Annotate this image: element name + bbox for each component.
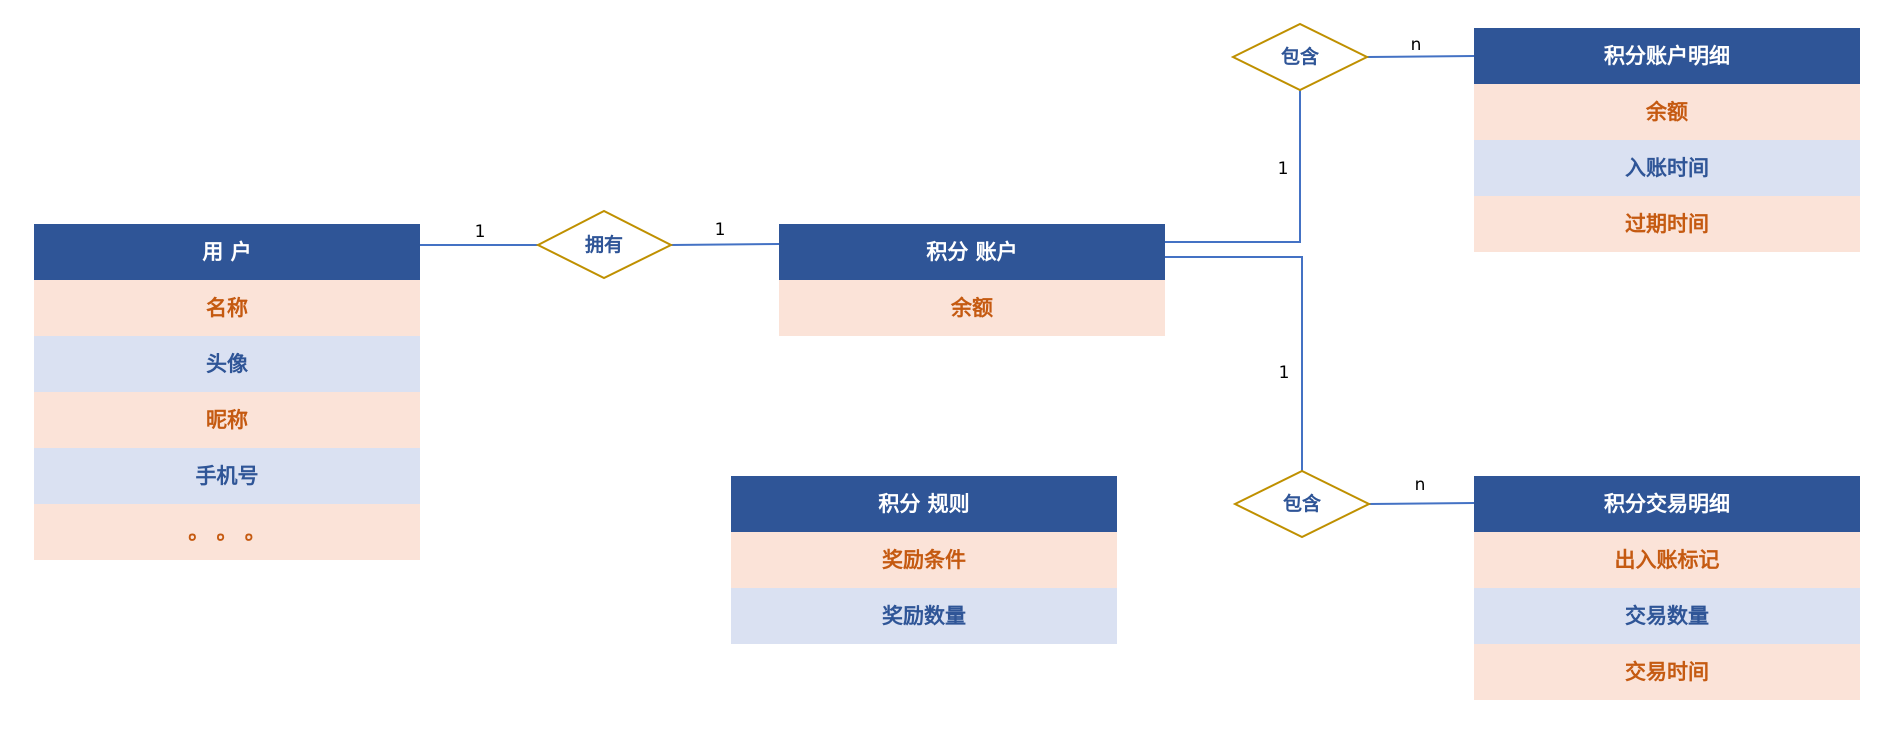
relationship-contains-top-diamond <box>1230 22 1370 92</box>
relationship-contains-bottom-diamond <box>1232 469 1372 539</box>
user-field-more: 。 。 。 <box>34 504 420 560</box>
user-field-phone: 手机号 <box>34 448 420 504</box>
user-field-nickname: 昵称 <box>34 392 420 448</box>
points-rule-field-amount: 奖励数量 <box>731 588 1117 644</box>
relationship-owns-diamond <box>535 209 674 280</box>
entity-account-detail-title: 积分账户明细 <box>1474 28 1860 84</box>
account-detail-field-entry-time: 入账时间 <box>1474 140 1860 196</box>
connector-account-contains-bottom <box>1164 256 1303 471</box>
entity-user-title: 用 户 <box>34 224 420 280</box>
entity-points-rule: 积分 规则 奖励条件 奖励数量 <box>731 476 1117 644</box>
points-account-field-balance: 余额 <box>779 280 1165 336</box>
connector-contains-bottom-detail <box>1368 502 1475 505</box>
relationship-contains-transaction-detail: 包含 <box>1232 469 1372 539</box>
entity-transaction-detail-title: 积分交易明细 <box>1474 476 1860 532</box>
relationship-contains-account-detail: 包含 <box>1230 22 1370 92</box>
relationship-contains-top-label: 包含 <box>1281 45 1320 68</box>
entity-points-account-title: 积分 账户 <box>779 224 1165 280</box>
transaction-detail-field-flag: 出入账标记 <box>1474 532 1860 588</box>
entity-points-account: 积分 账户 余额 <box>779 224 1165 336</box>
transaction-detail-field-time: 交易时间 <box>1474 644 1860 700</box>
cardinality-owns-account: 1 <box>715 220 726 240</box>
connector-account-contains-top <box>1164 90 1301 243</box>
cardinality-top-detail: n <box>1411 35 1422 55</box>
account-detail-field-expiry-time: 过期时间 <box>1474 196 1860 252</box>
entity-transaction-detail: 积分交易明细 出入账标记 交易数量 交易时间 <box>1474 476 1860 700</box>
connector-owns-account <box>670 243 780 246</box>
entity-account-detail: 积分账户明细 余额 入账时间 过期时间 <box>1474 28 1860 252</box>
points-rule-field-condition: 奖励条件 <box>731 532 1117 588</box>
relationship-contains-bottom-label: 包含 <box>1283 492 1322 515</box>
cardinality-account-top: 1 <box>1278 159 1289 179</box>
relationship-owns: 拥有 <box>535 209 674 280</box>
cardinality-user-owns: 1 <box>475 222 486 242</box>
cardinality-account-bottom: 1 <box>1279 363 1290 383</box>
account-detail-field-balance: 余额 <box>1474 84 1860 140</box>
entity-user: 用 户 名称 头像 昵称 手机号 。 。 。 <box>34 224 420 560</box>
transaction-detail-field-amount: 交易数量 <box>1474 588 1860 644</box>
user-field-avatar: 头像 <box>34 336 420 392</box>
connector-contains-top-detail <box>1366 55 1475 58</box>
entity-points-rule-title: 积分 规则 <box>731 476 1117 532</box>
user-field-name: 名称 <box>34 280 420 336</box>
cardinality-bottom-detail: n <box>1415 475 1426 495</box>
relationship-owns-label: 拥有 <box>585 233 623 256</box>
